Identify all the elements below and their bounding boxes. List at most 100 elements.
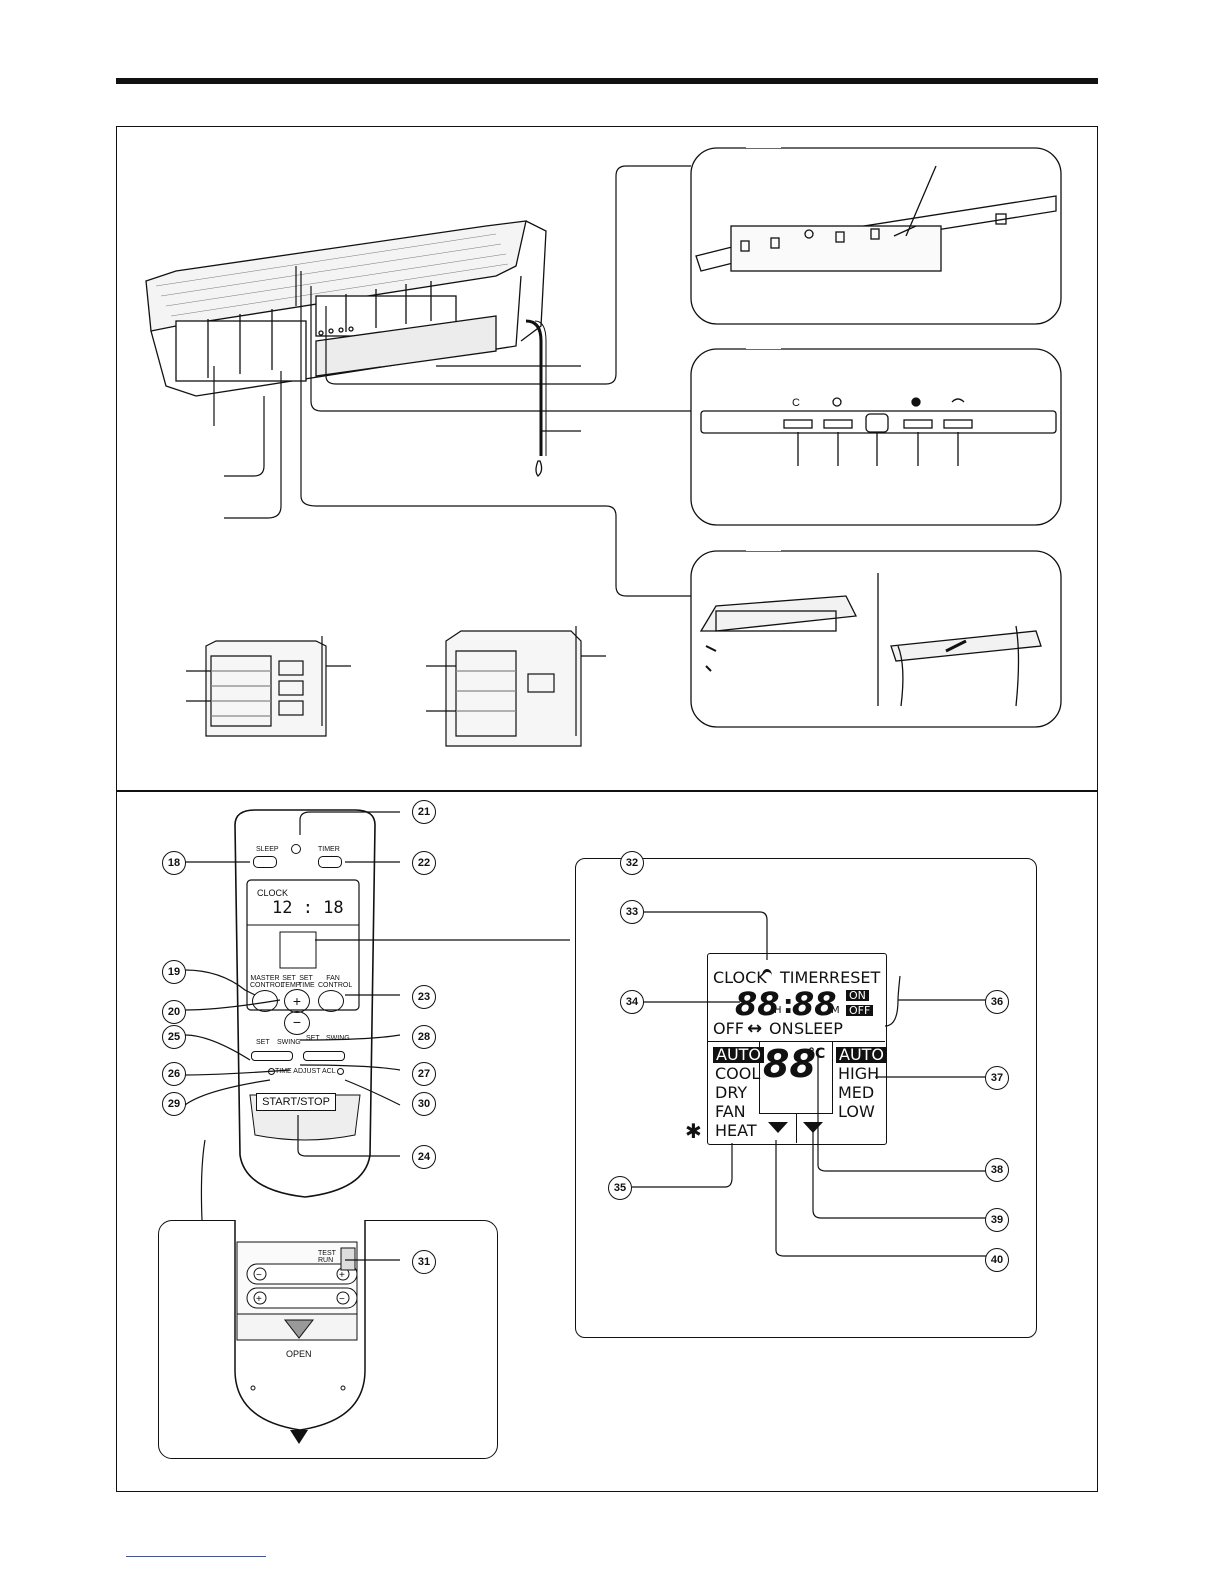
lcd-off: OFF [846,1005,874,1016]
callout-34: 34 [620,990,644,1014]
callout-23: 23 [412,985,436,1009]
lcd-fan-auto: AUTO [836,1047,888,1063]
lcd-mode-heat: HEAT [715,1121,757,1140]
lcd-timer: TIMER [780,968,830,987]
callout-26: 26 [162,1062,186,1086]
callout-40: 40 [985,1248,1009,1272]
vertical-set-button[interactable] [251,1051,293,1061]
lcd-off-on-right: ON [769,1019,794,1038]
lcd-hour-unit: H [774,1005,782,1016]
start-stop-label: START/STOP [262,1096,330,1108]
svg-text:−: − [256,1270,262,1281]
lcd-off-on-arrow: ↔ [747,1018,763,1039]
lcd-col-right-rule [832,1041,833,1113]
horizontal-set-button[interactable] [303,1051,345,1061]
callout-24: 24 [412,1145,436,1169]
lcd-minute-unit: M [831,1005,840,1016]
lcd-triangle-left-icon [768,1122,788,1133]
lcd-bottom-mid-rule [796,1113,797,1143]
detail-panel-b: C [690,345,1062,526]
set-label-left: SET [256,1039,270,1046]
callout-19: 19 [162,960,186,984]
lcd-colon: : [783,990,794,1020]
clock-icon [291,844,301,854]
open-label: OPEN [286,1349,312,1359]
set-temp-label: SET TEMP. [281,975,302,989]
lcd-off-on-left: OFF [713,1019,744,1038]
lcd-minutes: 88 [792,985,837,1023]
callout-25: 25 [162,1025,186,1049]
lcd-col-left-rule [759,1041,760,1113]
lcd-temp-unit: °C [808,1046,826,1062]
leader-lines [213,165,691,597]
swing-label-right: SWING [326,1035,350,1042]
outdoor-unit-small [186,636,351,737]
callout-27: 27 [412,1062,436,1086]
callout-18: 18 [162,851,186,875]
callout-36: 36 [985,990,1009,1014]
callout-32: 32 [620,851,644,875]
lcd-temp: 88 [763,1042,816,1086]
fan-control-label: FAN CONTROL [318,975,353,989]
master-control-label: MASTER CONTROL [250,975,285,989]
callout-35: 35 [608,1176,632,1200]
detail-panel-a [690,144,1062,325]
remote-clock-label: CLOCK [257,888,289,898]
callout-21: 21 [412,800,436,824]
minus-button[interactable]: − [284,1011,310,1035]
callout-39: 39 [985,1208,1009,1232]
lcd-sleep: SLEEP [794,1019,843,1038]
lcd-signal-icon [762,969,772,982]
asterisk-mark: ✱ [685,1119,702,1143]
lcd-divider [707,1041,885,1042]
lcd-on: ON [846,990,869,1001]
set-label-right: SET [306,1035,320,1042]
sleep-label: SLEEP [256,846,279,853]
svg-text:+: + [256,1294,262,1305]
lcd-mode-auto: AUTO [713,1047,765,1063]
lcd-mode-fan: FAN [715,1102,746,1121]
header-rule [116,78,1098,84]
lcd-fan-med: MED [838,1083,875,1102]
acl-label: ACL [322,1068,336,1075]
indoor-unit-diagram: C [145,144,1062,747]
acl-button[interactable] [337,1068,344,1075]
lcd-clock: CLOCK [713,968,767,987]
remote-leader-lines [184,811,570,1261]
outdoor-unit-large [426,626,606,747]
callout-31: 31 [412,1250,436,1274]
callout-28: 28 [412,1025,436,1049]
svg-text:C: C [792,397,800,409]
section-divider [116,790,1098,792]
footer-link-rule [126,1556,266,1557]
callout-37: 37 [985,1066,1009,1090]
lcd-triangle-right-icon [803,1122,823,1133]
svg-text:−: − [339,1294,345,1305]
start-stop-button[interactable]: START/STOP [256,1093,336,1111]
indoor-unit [145,220,547,477]
timer-button[interactable] [318,856,342,868]
test-run-label: TEST RUN [318,1250,336,1264]
callout-38: 38 [985,1158,1009,1182]
detail-panel-c [690,547,1062,728]
down-arrow-icon [290,1430,308,1444]
lcd-hours: 88 [735,985,780,1023]
lcd-mode-cool: COOL [715,1064,761,1083]
time-adjust-label: TIME ADJUST [275,1068,321,1075]
swing-label-left: SWING [277,1039,301,1046]
callout-22: 22 [412,851,436,875]
lcd-reset: RESET [829,968,881,987]
callout-30: 30 [412,1092,436,1116]
set-time-label: SET TIME [298,975,315,989]
lcd-fan-high: HIGH [838,1064,880,1083]
lcd-fan-low: LOW [838,1102,875,1121]
remote-clock-time: 12 : 18 [272,898,344,918]
outer-frame [116,126,1098,1492]
fan-control-button[interactable] [318,990,344,1012]
callout-33: 33 [620,900,644,924]
sleep-button[interactable] [253,856,277,868]
remote-back-view: − + + − [234,1220,366,1431]
lcd-detail-panel [575,858,1037,1338]
svg-text:+: + [339,1270,345,1281]
lcd-leader-lines [632,911,988,1257]
